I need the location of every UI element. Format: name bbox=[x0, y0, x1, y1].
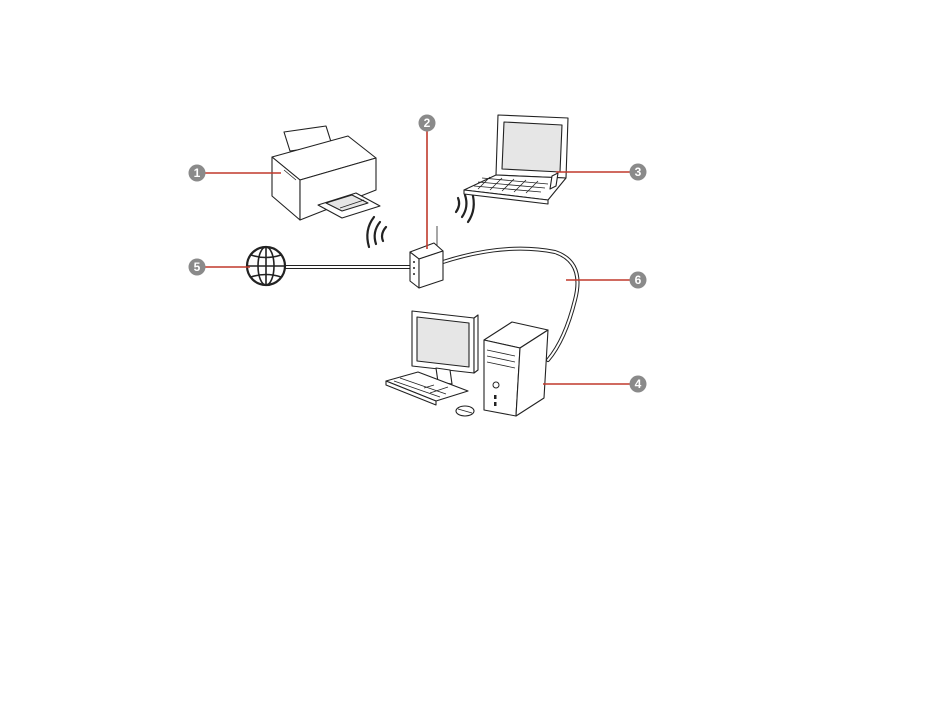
callout-6-label: 6 bbox=[635, 273, 642, 287]
wifi-signal-icon bbox=[367, 217, 386, 247]
laptop-icon bbox=[464, 115, 568, 204]
printer-icon bbox=[272, 126, 380, 220]
globe-icon bbox=[247, 247, 285, 285]
callout-3-label: 3 bbox=[635, 165, 642, 179]
callout-5: 5 bbox=[189, 259, 251, 276]
callout-3: 3 bbox=[556, 164, 647, 181]
callout-2: 2 bbox=[419, 115, 436, 250]
callout-4-label: 4 bbox=[635, 377, 642, 391]
callout-5-label: 5 bbox=[194, 260, 201, 274]
callout-1-label: 1 bbox=[194, 166, 201, 180]
callout-2-label: 2 bbox=[424, 116, 431, 130]
desktop-computer-icon bbox=[386, 311, 548, 416]
callout-1: 1 bbox=[189, 165, 282, 182]
callout-4: 4 bbox=[543, 376, 647, 393]
wifi-signal-icon bbox=[456, 192, 474, 222]
